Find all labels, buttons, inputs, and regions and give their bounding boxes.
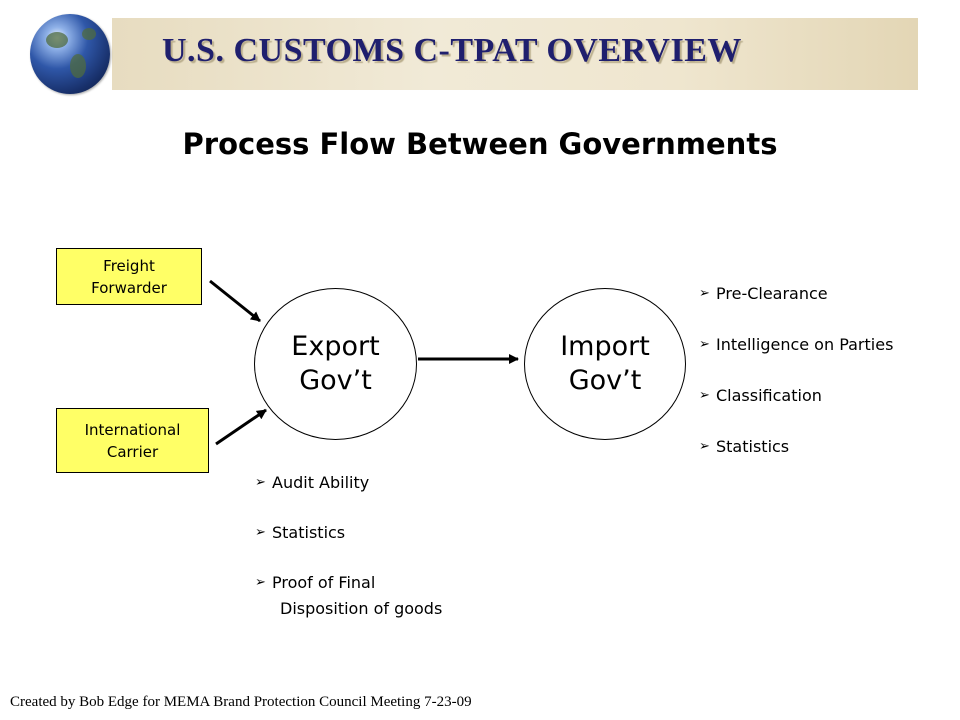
export-bullet-text: Audit Ability	[272, 473, 370, 492]
arrow-bullet-icon: ➢	[255, 475, 266, 490]
import-bullet-text: Classification	[716, 386, 822, 405]
export-bullet-text: Proof of Final	[272, 573, 376, 592]
globe-icon	[30, 14, 110, 94]
arrow-bullet-icon: ➢	[699, 439, 710, 454]
export-bullet-item: ➢ Proof of Final Disposition of goods	[255, 573, 442, 619]
arrow-freight-to-export	[209, 279, 261, 323]
freight-forwarder-line1: Freight	[103, 256, 155, 275]
import-bullet-text: Intelligence on Parties	[716, 335, 894, 354]
slide-header-title: U.S. CUSTOMS C-TPAT OVERVIEW	[162, 32, 742, 69]
import-bullet-item: ➢ Classification	[699, 386, 893, 437]
header-banner	[112, 18, 918, 90]
export-bullet-continuation: Disposition of goods	[280, 599, 443, 618]
export-bullet-list: ➢ Audit Ability ➢ Statistics ➢ Proof of …	[255, 473, 442, 619]
import-bullet-list: ➢ Pre-Clearance ➢ Intelligence on Partie…	[699, 284, 893, 457]
international-carrier-box: International Carrier	[56, 408, 209, 473]
arrow-bullet-icon: ➢	[699, 286, 710, 301]
import-govt-node: Import Gov’t	[524, 288, 686, 440]
slide-subtitle: Process Flow Between Governments	[182, 127, 778, 161]
footer-credit: Created by Bob Edge for MEMA Brand Prote…	[10, 694, 472, 710]
international-carrier-line2: Carrier	[106, 442, 159, 461]
arrow-bullet-icon: ➢	[255, 575, 266, 590]
export-bullet-text: Statistics	[272, 523, 346, 542]
freight-forwarder-line2: Forwarder	[91, 278, 167, 297]
import-bullet-item: ➢ Statistics	[699, 437, 893, 457]
import-bullet-item: ➢ Pre-Clearance	[699, 284, 893, 335]
arrow-bullet-icon: ➢	[699, 337, 710, 352]
export-bullet-item: ➢ Audit Ability	[255, 473, 442, 523]
arrow-bullet-icon: ➢	[699, 388, 710, 403]
export-bullet-item: ➢ Statistics	[255, 523, 442, 573]
international-carrier-line1: International	[84, 420, 181, 439]
import-govt-line1: Import	[560, 331, 650, 362]
export-govt-line1: Export	[291, 331, 380, 362]
import-bullet-item: ➢ Intelligence on Parties	[699, 335, 893, 386]
export-govt-line2: Gov’t	[299, 365, 372, 396]
export-govt-node: Export Gov’t	[254, 288, 417, 440]
import-bullet-text: Statistics	[716, 437, 790, 456]
import-bullet-text: Pre-Clearance	[716, 284, 828, 303]
arrow-carrier-to-export	[215, 408, 267, 446]
import-govt-line2: Gov’t	[568, 365, 642, 396]
arrow-bullet-icon: ➢	[255, 525, 266, 540]
freight-forwarder-box: Freight Forwarder	[56, 248, 202, 305]
